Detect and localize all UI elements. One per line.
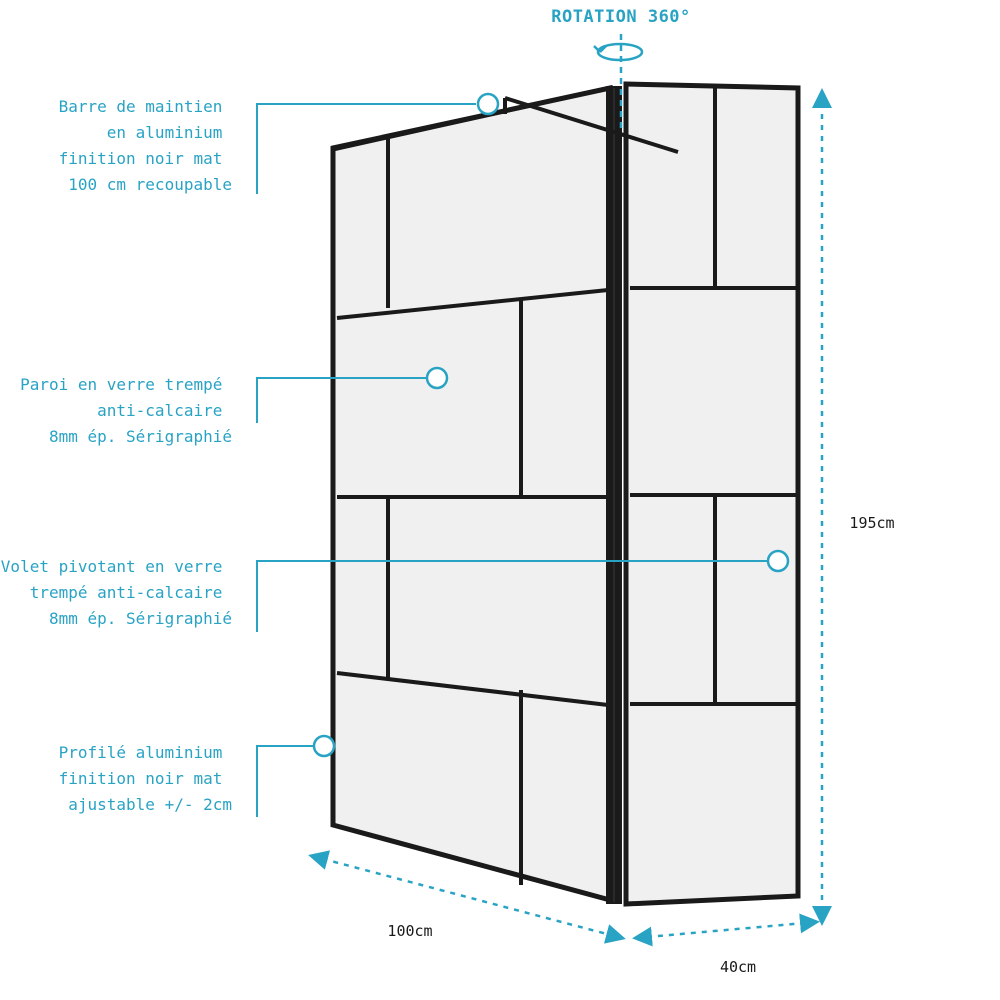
rotation-label: ROTATION 360° <box>551 7 691 27</box>
callout-shutter-marker <box>766 549 790 573</box>
rotation-indicator: ROTATION 360° <box>551 7 691 128</box>
pivot-shutter-panel <box>623 81 801 907</box>
callout-bar-text: Barre de maintien en aluminium finition … <box>59 97 232 194</box>
callout-bar: Barre de maintien en aluminium finition … <box>59 92 500 194</box>
callout-profile-marker <box>312 734 336 758</box>
callout-profile-text: Profilé aluminium finition noir mat ajus… <box>59 743 232 814</box>
callout-shutter: Volet pivotant en verre trempé anti-calc… <box>1 549 790 632</box>
hinge-profile <box>606 86 622 904</box>
main-glass-panel <box>330 84 613 904</box>
callout-glass-text: Paroi en verre trempé anti-calcaire 8mm … <box>20 375 232 446</box>
callout-shutter-text: Volet pivotant en verre trempé anti-calc… <box>1 557 232 628</box>
height-label: 195cm <box>849 514 894 532</box>
callout-glass-marker <box>425 366 449 390</box>
callout-bar-marker <box>476 92 500 116</box>
width-dimension: 100cm <box>308 850 626 944</box>
depth-label: 40cm <box>720 958 756 976</box>
height-dimension: 195cm <box>812 88 895 926</box>
callout-profile: Profilé aluminium finition noir mat ajus… <box>59 734 336 817</box>
callout-glass: Paroi en verre trempé anti-calcaire 8mm … <box>20 366 449 446</box>
rotation-arrow-icon <box>593 42 644 62</box>
depth-dimension: 40cm <box>632 913 820 976</box>
width-label: 100cm <box>387 922 432 940</box>
support-bar <box>334 86 679 154</box>
